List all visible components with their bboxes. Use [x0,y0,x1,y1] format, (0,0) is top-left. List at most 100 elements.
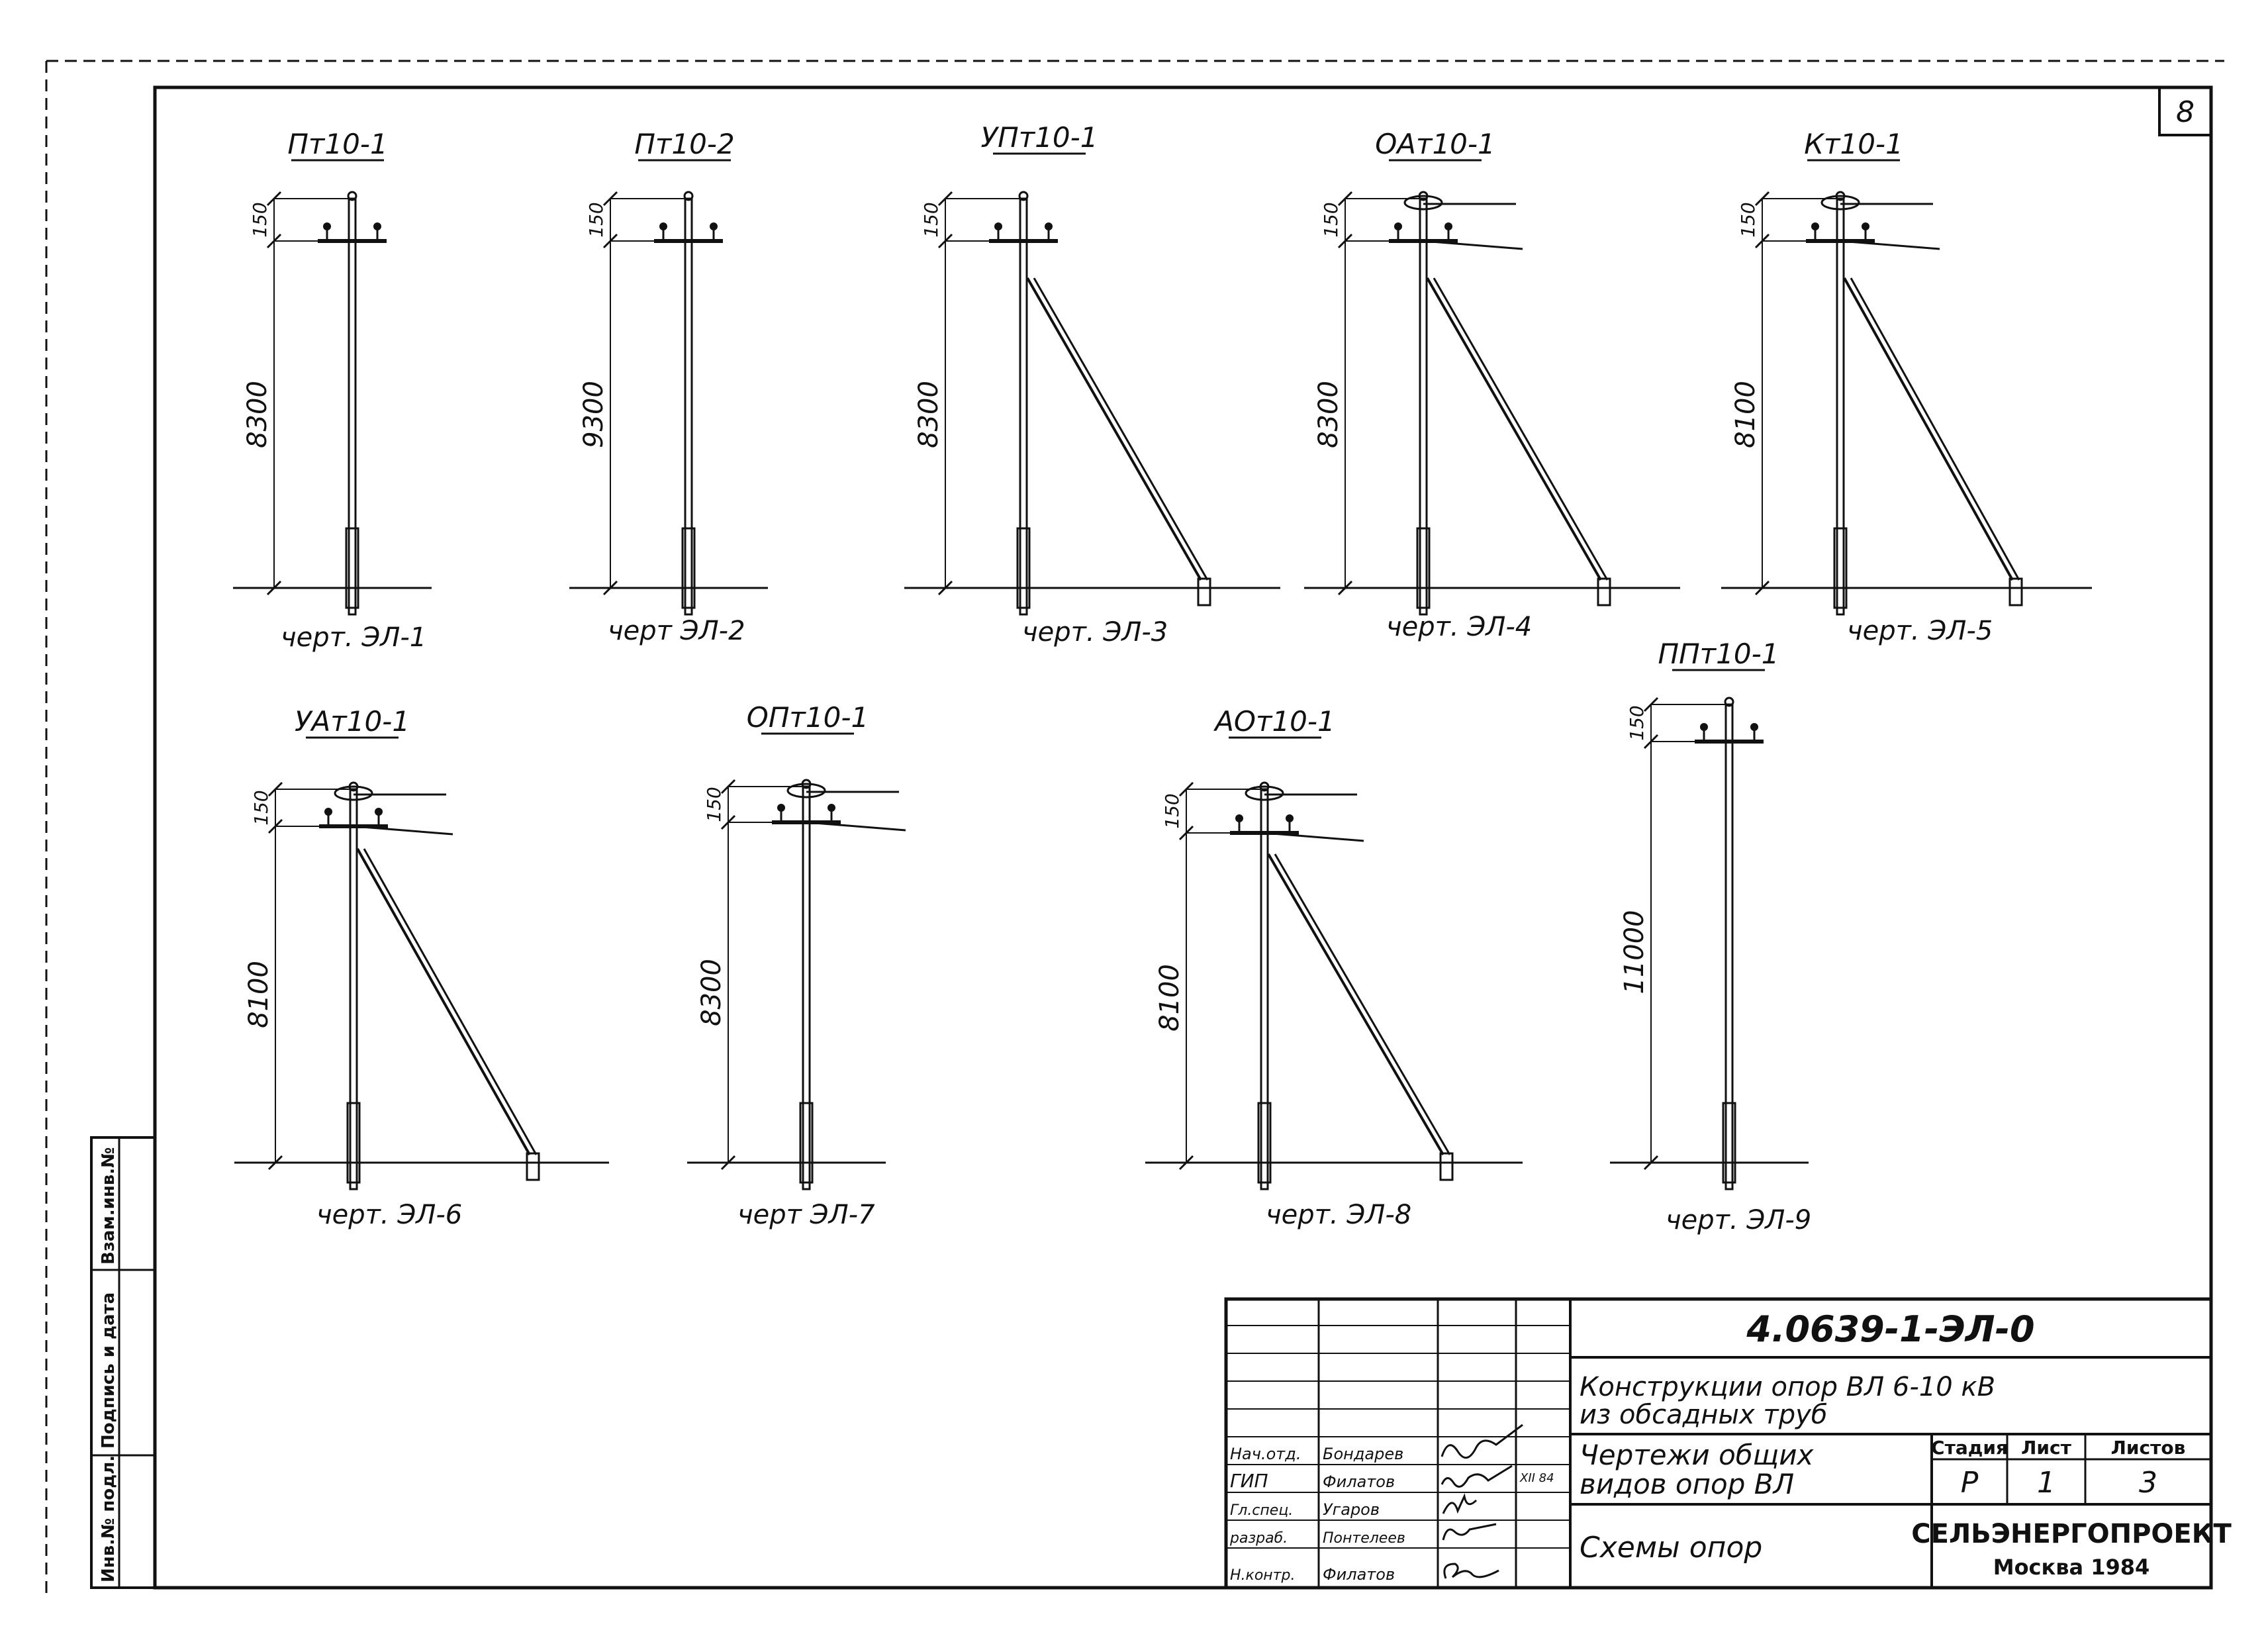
drawing-reference: черт. ЭЛ-9 [1666,1205,1811,1235]
brace-edge [1850,277,2020,581]
insulator [324,808,332,816]
pole-butt [1833,527,1848,609]
brace-footing [1197,577,1211,606]
dimension-tick [1337,233,1353,249]
top-dimension: 150 [250,790,272,825]
brace [356,848,531,1155]
document-code: 4.0639-1-ЭЛ-0 [1746,1308,2034,1350]
staff-role-5: Н.контр. [1230,1567,1295,1584]
brace-edge [1033,277,1209,581]
insulator [375,808,383,816]
dimension-tick [266,580,282,596]
side-stamp-replace-label: Взам.инв.№ [99,1147,118,1265]
staff-role-1: Нач.отд. [1230,1445,1301,1463]
stage-value: Р [1961,1466,1979,1500]
pole-butt [346,1102,361,1184]
pole [1836,197,1845,616]
sheet-number-box [2158,86,2212,136]
drawing-reference: черт. ЭЛ-6 [316,1200,462,1230]
insulator [1286,814,1294,822]
top-insulator [1018,191,1029,201]
support-title: Пт10-2 [634,128,734,160]
date-note: XII 84 [1519,1471,1554,1485]
dimension-tick [1337,191,1353,207]
support-title: Пт10-1 [287,128,387,160]
organization-name: СЕЛЬЭНЕРГОПРОЕКТ [1911,1519,2232,1549]
dimension-tick [1754,580,1770,596]
pole-butt [799,1102,814,1184]
top-insulator [1724,697,1734,707]
sheet-value: 1 [2037,1466,2055,1500]
insulator [994,222,1002,230]
project-title-line1: Конструкции опор ВЛ 6-10 кВ [1580,1372,1995,1402]
support-title: Кт10-1 [1804,128,1903,160]
top-dimension: 150 [585,202,607,237]
insulator [1750,723,1758,731]
top-insulator [347,191,357,201]
pole [1019,197,1028,616]
insulator [659,222,667,230]
dimension-tick [1643,1155,1659,1171]
height-dimension: 9300 [579,381,609,448]
brace-edge [1433,277,1609,581]
drawing-reference: черт ЭЛ-7 [737,1200,875,1230]
insulator [323,222,331,230]
brace-footing [1597,577,1611,606]
insulator [1235,814,1243,822]
staff-name-5: Филатов [1323,1565,1395,1584]
insulator [373,222,381,230]
support-title: ППт10-1 [1658,638,1779,670]
dimension-tick [602,233,618,249]
dimension-tick [720,1155,736,1171]
dimension-tick [1178,1155,1194,1171]
top-dimension: 150 [249,202,271,237]
support-diagram-9: ППт10-1 11000 150 черт. ЭЛ-9 [1610,638,1811,1235]
staff-name-1: Бондарев [1323,1445,1403,1463]
anchor-clamp [334,785,373,801]
pole [348,197,357,616]
pole [802,785,811,1190]
pole [1419,197,1428,616]
dimension-tick [266,191,282,207]
pole-butt [1257,1102,1272,1184]
height-dimension: 11000 [1619,910,1650,994]
dimension-tick [937,233,953,249]
conductor [1840,240,1940,250]
stage-label: Стадия [1931,1437,2008,1459]
staff-name-4: Понтелеев [1323,1530,1405,1547]
dimension-tick [1643,697,1659,712]
anchor-clamp [1245,785,1284,801]
pole-butt [681,527,696,609]
brace-footing [2008,577,2023,606]
anchor-clamp [1820,195,1860,211]
staff-name-2: Филатов [1323,1473,1395,1491]
doc-title-line2: видов опор ВЛ [1580,1468,1794,1500]
brace-footing [526,1152,540,1181]
top-dimension: 150 [1320,202,1342,237]
height-dimension: 8300 [242,381,273,448]
drawing-reference: черт. ЭЛ-5 [1847,616,1993,646]
insulator [1700,723,1708,731]
dimension-tick [1178,825,1194,841]
dimension-tick [1754,233,1770,249]
top-dimension: 150 [1161,793,1183,828]
support-title: ОАт10-1 [1375,128,1495,160]
dimension-tick [937,580,953,596]
top-dimension: 150 [703,787,725,822]
signatures [1441,1424,1523,1579]
dimension-tick [1337,580,1353,596]
brace-edge [1274,853,1451,1155]
top-dimension: 150 [1626,705,1648,740]
top-dimension: 150 [1737,202,1759,237]
height-dimension: 8300 [1313,381,1344,448]
dimension-tick [267,781,283,797]
conductor [1423,240,1523,250]
brace [1843,277,2014,581]
